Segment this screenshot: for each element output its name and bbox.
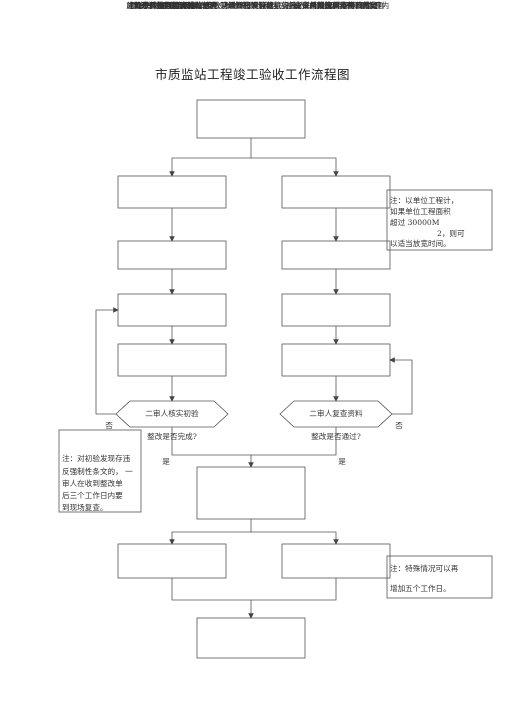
box-rectify-notice bbox=[117, 240, 227, 270]
arrow-notify-left bbox=[169, 519, 252, 545]
undefined-line: 二审人在三个工作日内完 bbox=[294, 1, 378, 10]
undefined-line: 成资料审查 bbox=[317, 1, 355, 10]
arrow-register-left bbox=[169, 138, 252, 177]
label-yes-left: 是 bbox=[162, 457, 170, 466]
undefined-line: 工程竣工验收 bbox=[228, 1, 274, 10]
note-special-line: 增加五个工作日。 bbox=[390, 584, 451, 593]
undefined-line: 复查后书面报告质监站 bbox=[134, 1, 210, 10]
box-contractor-rectify bbox=[117, 293, 227, 327]
box-data-rectify-done bbox=[281, 343, 391, 377]
arrow-right-yes bbox=[251, 427, 337, 456]
note-area-line: 2，则可 bbox=[437, 229, 465, 238]
undefined-line: 建设单位将验收资料送验 bbox=[209, 1, 293, 10]
undefined-line: 收室审查登记 bbox=[228, 1, 274, 10]
undefined-line: 施工单位按资料整改单完 bbox=[294, 1, 378, 10]
undefined-line: 主管站长签发监督报告 bbox=[213, 1, 289, 10]
undefined-line: 七个工作日内安排初验 bbox=[134, 1, 210, 10]
undefined-line: 一审人在四个工作日内完 bbox=[294, 1, 378, 10]
page-title: 市质监站工程竣工验收工作流程图 bbox=[154, 67, 350, 82]
undefined-line: 一、二审人及监督、 验收室 bbox=[289, 1, 383, 10]
loop-right-no bbox=[389, 357, 413, 415]
note-area-box bbox=[386, 189, 493, 251]
box-supervision-report bbox=[281, 543, 391, 579]
box-final-archive bbox=[196, 617, 306, 659]
undefined-line: 施工单位根据初验整改单完 bbox=[126, 1, 218, 10]
box-submit-archive bbox=[117, 543, 227, 579]
note-review-line: 审人在收到整改单 bbox=[62, 479, 123, 488]
arrow-notify-right bbox=[251, 531, 339, 545]
note-review-line: 注：对初验发现存违 bbox=[62, 454, 131, 463]
box-initial-inspection bbox=[117, 175, 227, 209]
box-data-rectify-notice bbox=[281, 293, 391, 327]
undefined-line: 二审人根据参加初验人员 bbox=[130, 1, 214, 10]
undefined-line: 建设单位按规定要求提交 bbox=[130, 1, 214, 10]
box-owner-recheck bbox=[117, 343, 227, 377]
undefined-line: 主任共同提出资料整改单 bbox=[294, 1, 378, 10]
note-area-line: 注：以单位工程计， bbox=[390, 196, 459, 205]
undefined-line: 一审人在验收后五三个工作日内 bbox=[282, 1, 390, 10]
note-area-line: 超过 30000M bbox=[390, 218, 440, 227]
decision-right-label: 二审人复查资料 bbox=[309, 409, 363, 418]
undefined-line: 提交监督报告和监督归档资料 bbox=[286, 1, 386, 10]
decision-right-question: 整改是否通过? bbox=[311, 432, 361, 441]
decision-left-label: 二审人核实初验 bbox=[145, 409, 199, 418]
label-no-right: 否 bbox=[395, 421, 403, 430]
undefined-line: 验收室通知有建设单位安排 bbox=[205, 1, 297, 10]
label-no-left: 否 bbox=[105, 421, 113, 430]
arrow-left-yes bbox=[171, 427, 254, 468]
box-second-review bbox=[281, 240, 391, 270]
arrow-register-right bbox=[251, 157, 339, 177]
register-box bbox=[196, 99, 306, 139]
loop-left-no bbox=[95, 307, 119, 415]
decision-left bbox=[115, 400, 229, 428]
note-review-box bbox=[58, 429, 142, 513]
box-notify-acceptance bbox=[196, 466, 306, 520]
note-review-line: 反强制性条文的， 一 bbox=[62, 467, 133, 476]
note-review-line: 后三个工作日内要 bbox=[62, 491, 123, 500]
note-area-line: 以适当放宽时间。 bbox=[390, 239, 451, 248]
undefined-line: 建设单位组织监理施工单位 bbox=[126, 1, 218, 10]
undefined-line: （一、二审人参加） bbox=[137, 1, 207, 10]
decision-left-question: 整改是否完成? bbox=[147, 432, 197, 441]
label-yes-right: 是 bbox=[338, 457, 346, 466]
undefined-line: 验收室资料存档 bbox=[224, 1, 278, 10]
arrow-right-final bbox=[251, 578, 337, 601]
note-special-line: 注：特殊情况可以再 bbox=[390, 564, 459, 573]
undefined-line: 成整改并报告建设单位复查 bbox=[126, 1, 218, 10]
undefined-line: 的意见提出初验整改单 bbox=[134, 1, 210, 10]
arrow-left-final bbox=[171, 578, 254, 619]
note-area-line: 如果单位工程面积 bbox=[390, 207, 451, 216]
note-special-box bbox=[386, 555, 493, 599]
box-first-review bbox=[281, 175, 391, 209]
undefined-line: 成资料审查 bbox=[317, 1, 355, 10]
undefined-line: 成资料整改后与初验报告 bbox=[294, 1, 378, 10]
note-review-line: 到现场复查。 bbox=[62, 503, 108, 512]
undefined-line: 验收存档资料 bbox=[149, 1, 195, 10]
